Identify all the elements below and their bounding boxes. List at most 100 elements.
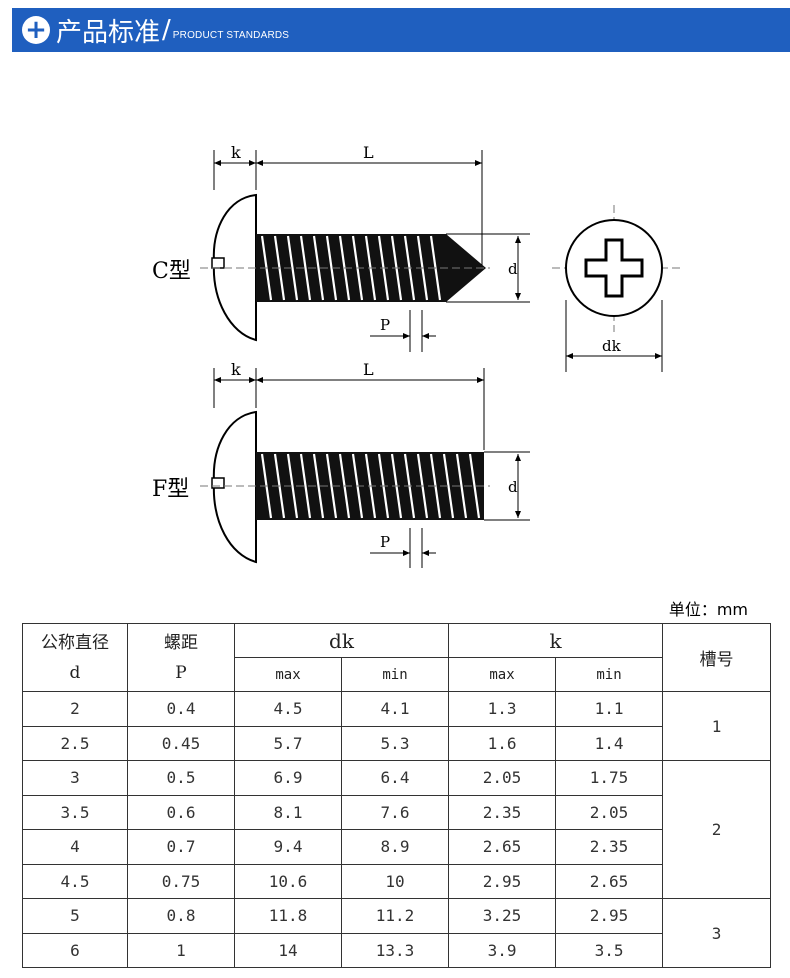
c-type-label: C型 (152, 259, 191, 284)
L-label-f: L (363, 360, 374, 379)
cell-dk-min: 10 (340, 863, 450, 899)
f-type-label: F型 (152, 477, 189, 502)
table-row: 5 0.8 11.8 11.2 3.25 2.95 3 (22, 898, 772, 968)
cell-k-min: 1.75 (555, 760, 664, 796)
cell-k-min: 1.4 (555, 725, 664, 761)
thread-line (286, 453, 299, 519)
section-subtitle: PRODUCT STANDARDS (172, 29, 290, 41)
thread-line (325, 235, 338, 301)
dk-header: dk (233, 623, 450, 658)
table-row: 4.5 0.75 10.6 10 2.95 2.65 (22, 863, 771, 899)
cell-k-min: 2.35 (555, 829, 664, 865)
unit-label: 单位：mm (668, 600, 748, 619)
cell-dk-min: 4.1 (340, 691, 450, 727)
thread-line (312, 453, 325, 519)
cell-k-min: 1.1 (555, 691, 664, 727)
cell-dk-max: 5.7 (234, 725, 342, 761)
cell-d: 3.5 (22, 794, 128, 830)
cell-d: 4.5 (22, 863, 128, 899)
plus-icon: + (22, 16, 50, 44)
cell-dk-min: 5.3 (340, 725, 450, 761)
thread-line (299, 453, 312, 519)
P-label-c: P (380, 316, 390, 334)
k-header: k (448, 623, 664, 658)
f-type-screw: k L d P F型 (152, 360, 530, 568)
cell-k-max: 2.95 (448, 863, 557, 899)
cell-dk-min: 6.4 (340, 760, 450, 796)
cell-p: 0.6 (127, 794, 235, 830)
table-row: 2 0.4 4.5 4.1 1.3 1.1 1 (22, 691, 772, 761)
dk-min-header: min (340, 657, 450, 692)
cell-k-max: 3.9 (448, 932, 557, 968)
thread-line (325, 453, 338, 519)
cell-k-max: 2.35 (448, 794, 557, 830)
table-row: 3.5 0.6 8.1 7.6 2.35 2.05 (22, 794, 771, 830)
dk-max-header: max (234, 657, 342, 692)
cell-p: 0.4 (127, 691, 235, 727)
pitch-header: 螺距 P (127, 623, 235, 692)
cell-dk-max: 8.1 (234, 794, 342, 830)
cell-k-max: 1.3 (448, 691, 557, 727)
k-label-c: k (231, 143, 241, 162)
slot-header: 槽号 (662, 623, 772, 692)
cell-dk-max: 9.4 (234, 829, 342, 865)
cell-dk-max: 6.9 (234, 760, 342, 796)
cell-d: 6 (22, 932, 128, 968)
table-row: 2.5 0.45 5.7 5.3 1.6 1.4 (22, 725, 771, 761)
k-min-header: min (555, 657, 664, 692)
dk-label: dk (602, 337, 622, 355)
k-label-f: k (231, 360, 241, 379)
cell-k-min: 2.05 (555, 794, 664, 830)
screw-diagram: k L d P C型 dk (152, 143, 682, 568)
thread-line (312, 235, 325, 301)
cell-k-min: 3.5 (555, 932, 664, 968)
cell-d: 2.5 (22, 725, 128, 761)
cell-p: 0.7 (127, 829, 235, 865)
spec-table: 公称直径 d 螺距 P dk k 槽号 max min max min 2 0.… (22, 623, 772, 968)
cell-dk-min: 13.3 (340, 932, 450, 968)
cell-p: 1 (127, 932, 235, 968)
title-separator: / (162, 15, 171, 45)
cell-p: 0.75 (127, 863, 235, 899)
table-row: 4 0.7 9.4 8.9 2.65 2.35 (22, 829, 771, 865)
cell-dk-max: 11.8 (234, 898, 342, 934)
cell-k-max: 1.6 (448, 725, 557, 761)
cell-k-max: 2.65 (448, 829, 557, 865)
cell-dk-max: 4.5 (234, 691, 342, 727)
cell-k-max: 2.05 (448, 760, 557, 796)
thread-line (286, 235, 299, 301)
cell-d: 2 (22, 691, 128, 727)
cell-k-max: 3.25 (448, 898, 557, 934)
cell-dk-max: 14 (234, 932, 342, 968)
cell-dk-min: 11.2 (340, 898, 450, 934)
cell-p: 0.8 (127, 898, 235, 934)
cell-slot: 1 (662, 691, 772, 761)
thread-line (468, 453, 481, 519)
k-max-header: max (448, 657, 557, 692)
cell-slot: 3 (662, 898, 772, 968)
P-label-f: P (380, 533, 390, 551)
head-top-view: dk (552, 205, 682, 372)
d-label-f: d (508, 478, 518, 496)
cell-d: 3 (22, 760, 128, 796)
cell-dk-min: 8.9 (340, 829, 450, 865)
nominal-diameter-header: 公称直径 d (22, 623, 128, 692)
c-type-screw: k L d P C型 (152, 143, 530, 352)
cell-dk-max: 10.6 (234, 863, 342, 899)
cell-p: 0.5 (127, 760, 235, 796)
thread-line (299, 235, 312, 301)
cell-d: 4 (22, 829, 128, 865)
thread-line (442, 453, 455, 519)
cell-k-min: 2.95 (555, 898, 664, 934)
d-label-c: d (508, 260, 518, 278)
cell-dk-min: 7.6 (340, 794, 450, 830)
table-row: 6 1 14 13.3 3.9 3.5 (22, 932, 771, 968)
L-label-c: L (363, 143, 374, 162)
cell-p: 0.45 (127, 725, 235, 761)
cell-k-min: 2.65 (555, 863, 664, 899)
thread-line (455, 453, 468, 519)
section-title: 产品标准 (56, 17, 161, 48)
section-banner: + 产品标准 / PRODUCT STANDARDS (12, 8, 790, 52)
cell-slot: 2 (662, 760, 772, 899)
table-row: 3 0.5 6.9 6.4 2.05 1.75 2 (22, 760, 772, 899)
